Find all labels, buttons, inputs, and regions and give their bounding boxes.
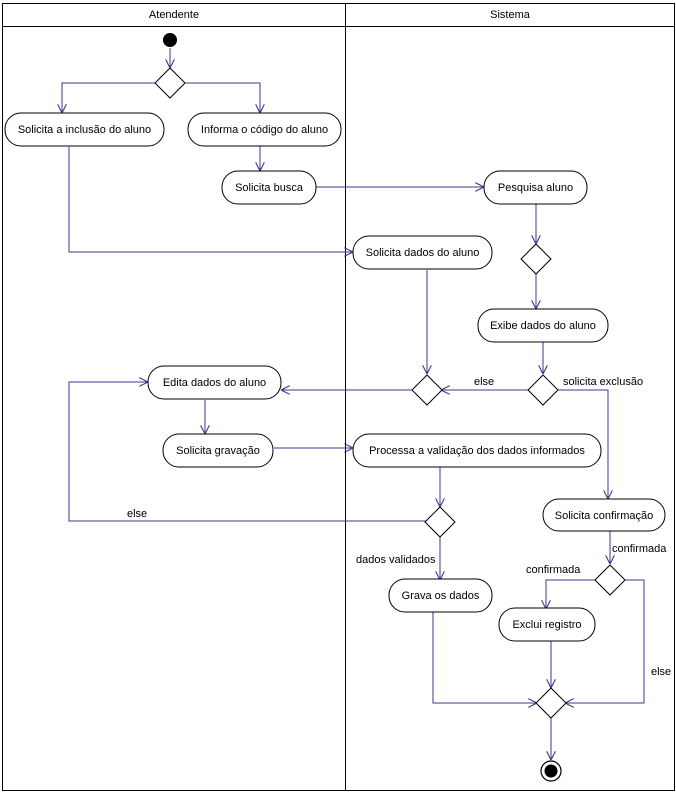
guard-solicita-exclusao: solicita exclusão [563, 376, 643, 388]
activity-exclui-registro [498, 607, 596, 642]
action-decision-node [527, 374, 559, 406]
flow-grava-to-merge [432, 612, 537, 703]
activity-solicita-gravacao-label: Solicita gravação [176, 445, 260, 457]
validation-decision-node [424, 506, 456, 538]
activity-pesquisa-aluno [483, 170, 588, 205]
guard-confirmada-left: confirmada [526, 564, 581, 576]
final-merge-node [535, 687, 567, 719]
control-flows [62, 48, 645, 760]
activity-solicita-dados-label: Solicita dados do aluno [366, 247, 480, 259]
initial-node [163, 33, 177, 47]
search-result-decision-node [520, 243, 552, 275]
flow-validation-else-to-edita [68, 382, 426, 522]
activity-solicita-busca [221, 170, 317, 205]
guard-confirmada-right: confirmada [612, 543, 667, 555]
guard-else-exibe: else [474, 376, 494, 388]
edit-merge-node [411, 374, 443, 406]
activity-solicita-confirmacao [542, 498, 666, 532]
final-node-dot [544, 764, 558, 778]
guard-else-confirmacao: else [651, 666, 671, 678]
confirmation-decision-node [594, 564, 626, 596]
guard-else-validacao: else [127, 508, 147, 520]
activity-pesquisa-aluno-label: Pesquisa aluno [498, 182, 573, 194]
flow-confirm-else-to-merge [565, 579, 645, 703]
flow-decision-to-inclusao [62, 82, 155, 113]
guard-dados-validados: dados validados [356, 554, 436, 566]
flow-decision-to-informa [185, 82, 260, 113]
activity-edita-dados-label: Edita dados do aluno [163, 377, 266, 389]
activity-exibe-dados-label: Exibe dados do aluno [490, 320, 596, 332]
activity-solicita-busca-label: Solicita busca [235, 182, 304, 194]
activity-processa-validacao [352, 433, 602, 468]
flow-inclusao-to-solicita-dados [68, 147, 353, 252]
flow-decision-to-confirmacao [557, 389, 608, 499]
activity-solicita-dados [352, 235, 493, 270]
activity-processa-validacao-label: Processa a validação dos dados informado… [369, 445, 585, 457]
activity-informa-codigo [187, 112, 342, 147]
activity-solicita-gravacao [162, 433, 274, 468]
lanes-frame [2, 3, 675, 791]
start-decision-node [154, 67, 186, 99]
activity-grava-dados [388, 578, 493, 613]
activity-solicita-inclusao-label: Solicita a inclusão do aluno [18, 124, 151, 136]
activity-grava-dados-label: Grava os dados [402, 590, 480, 602]
activity-solicita-inclusao [4, 112, 165, 147]
activity-exclui-registro-label: Exclui registro [512, 619, 581, 631]
lane-title-atendente: Atendente [149, 9, 199, 21]
activity-informa-codigo-label: Informa o código do aluno [201, 124, 328, 136]
lane-title-sistema: Sistema [490, 9, 531, 21]
activity-edita-dados [147, 365, 282, 400]
flow-confirmada-to-exclui [546, 579, 596, 609]
activity-solicita-confirmacao-label: Solicita confirmação [555, 510, 653, 522]
activity-exibe-dados [477, 308, 609, 343]
